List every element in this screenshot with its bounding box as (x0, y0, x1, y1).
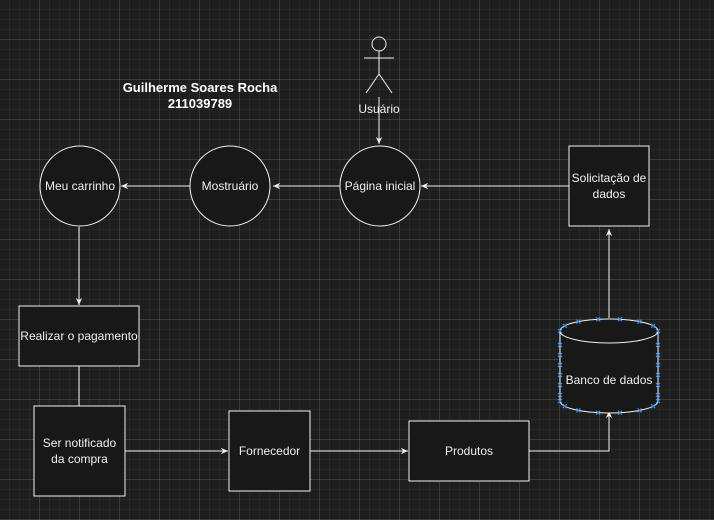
actor-usuario[interactable] (364, 36, 394, 94)
selection-handle[interactable] (557, 392, 563, 398)
selection-handle[interactable] (655, 328, 661, 334)
node-solicitacao-dados[interactable] (568, 145, 650, 227)
node-fornecedor[interactable] (228, 410, 311, 492)
selection-handle[interactable] (557, 362, 563, 368)
selection-handle[interactable] (595, 410, 601, 416)
selection-handle[interactable] (557, 372, 563, 378)
node-mostruario[interactable] (189, 145, 271, 227)
selection-handle[interactable] (637, 319, 642, 325)
selection-handle[interactable] (595, 316, 601, 322)
author-name: Guilherme Soares Rocha (122, 80, 278, 95)
node-pagina-inicial[interactable] (339, 145, 421, 227)
node-meu-carrinho[interactable] (39, 145, 121, 227)
selection-handle[interactable] (562, 403, 568, 409)
edge-produtos-banco[interactable] (529, 411, 613, 452)
selection-handle[interactable] (576, 407, 581, 413)
node-produtos[interactable] (408, 420, 530, 482)
selection-handle[interactable] (650, 403, 656, 409)
selection-handle[interactable] (655, 392, 661, 398)
node-ser-notificado[interactable] (33, 405, 126, 497)
selection-handle[interactable] (655, 342, 661, 348)
node-realizar-pagamento[interactable] (18, 305, 140, 367)
selection-handle[interactable] (655, 362, 661, 368)
selection-handle[interactable] (617, 316, 623, 322)
selection-handle[interactable] (557, 382, 563, 388)
author-id: 211039789 (167, 96, 233, 111)
selection-handle[interactable] (557, 352, 563, 358)
selection-handle[interactable] (557, 342, 563, 348)
selection-handle[interactable] (655, 352, 661, 358)
selection-handle[interactable] (562, 323, 568, 329)
selection-handle[interactable] (557, 328, 563, 334)
selection-handle[interactable] (650, 323, 656, 329)
selection-handle[interactable] (617, 410, 623, 416)
node-banco-de-dados[interactable] (559, 318, 659, 414)
selection-handle[interactable] (576, 319, 581, 325)
author-header: Guilherme Soares Rocha 211039789 (100, 80, 300, 112)
selection-handle[interactable] (637, 407, 642, 413)
selection-handle[interactable] (655, 398, 661, 404)
selection-handle[interactable] (557, 398, 563, 404)
selection-handle[interactable] (655, 372, 661, 378)
selection-handle[interactable] (655, 382, 661, 388)
selection-handles (557, 316, 661, 416)
